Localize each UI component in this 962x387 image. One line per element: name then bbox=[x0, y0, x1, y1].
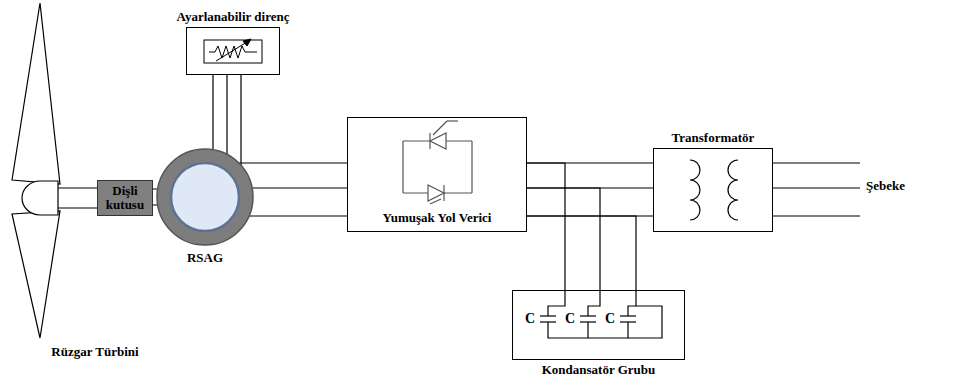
resistor-zigzag bbox=[209, 46, 257, 58]
grid-wires bbox=[773, 163, 860, 216]
capacitor-label: C bbox=[525, 311, 535, 326]
capacitor-wire bbox=[628, 290, 636, 316]
thyristor-top bbox=[430, 133, 446, 149]
thyristor-bar bbox=[429, 133, 430, 149]
box-heading: RSAG bbox=[187, 251, 223, 265]
turbine-blade bbox=[12, 3, 60, 184]
box-text: Dişli kutusu bbox=[100, 184, 150, 213]
generator-symbol bbox=[155, 147, 255, 247]
thyristor-gate bbox=[447, 120, 458, 121]
power-wire bbox=[239, 163, 347, 216]
capacitor-wire bbox=[587, 322, 588, 338]
capacitor-label: C bbox=[605, 311, 615, 326]
thyristor-gate bbox=[430, 199, 441, 204]
capacitor-wire bbox=[548, 290, 565, 316]
transformer-box: Transformatör bbox=[653, 148, 773, 232]
grid-wire bbox=[773, 215, 860, 216]
capacitor-plate bbox=[620, 315, 636, 316]
thyristor-bar bbox=[443, 185, 444, 201]
primary-coil bbox=[690, 160, 700, 220]
capacitor-wire bbox=[588, 290, 600, 316]
grid-label: Şebeke bbox=[866, 179, 905, 193]
secondary-coil bbox=[728, 160, 738, 220]
capacitor-plate bbox=[540, 315, 556, 316]
transformer-symbol bbox=[690, 160, 738, 220]
thyristor-bottom bbox=[428, 185, 444, 201]
stator-ring bbox=[157, 149, 253, 245]
rotor-disc bbox=[171, 163, 239, 231]
power-wire bbox=[527, 163, 653, 216]
turbine-shaft bbox=[58, 187, 97, 188]
gearbox-box: Dişli kutusu bbox=[97, 180, 153, 216]
box-text: Yumuşak Yol Verici bbox=[383, 211, 492, 225]
turbine-label: Rüzgar Türbini bbox=[51, 345, 138, 359]
grid-wire bbox=[773, 162, 860, 163]
box-heading: Ayarlanabilir direnç bbox=[176, 10, 289, 24]
generator-circle: RSAG bbox=[155, 147, 255, 247]
thyristor-gate bbox=[433, 121, 447, 135]
capacitor-wire bbox=[628, 306, 662, 338]
soft-starter-box: Yumuşak Yol Verici bbox=[347, 117, 527, 232]
resistor-symbol bbox=[204, 39, 262, 63]
resistor-frame bbox=[204, 40, 262, 63]
box-heading: Transformatör bbox=[672, 131, 755, 145]
box-heading: Kondansatör Grubu bbox=[542, 363, 656, 377]
capacitor-wire bbox=[548, 322, 628, 338]
turbine-hub bbox=[22, 181, 58, 215]
power-wire bbox=[527, 163, 636, 290]
wind-turbine bbox=[12, 3, 97, 338]
turbine-blade bbox=[12, 211, 60, 338]
resistor-arrow bbox=[216, 42, 247, 61]
turbine-shaft bbox=[58, 207, 97, 208]
thyristor-wire bbox=[471, 141, 472, 193]
capacitor-plate bbox=[580, 315, 596, 316]
resistor-arrowhead bbox=[243, 39, 251, 46]
thyristor-symbol bbox=[403, 121, 472, 204]
capacitor-label: C bbox=[565, 311, 575, 326]
capacitor-bank-box: Kondansatör Grubu bbox=[512, 290, 685, 360]
thyristor-wire bbox=[402, 141, 403, 193]
capacitor-symbols bbox=[540, 290, 662, 338]
grid-wire bbox=[773, 187, 860, 188]
resistor-box: Ayarlanabilir direnç bbox=[186, 27, 280, 75]
